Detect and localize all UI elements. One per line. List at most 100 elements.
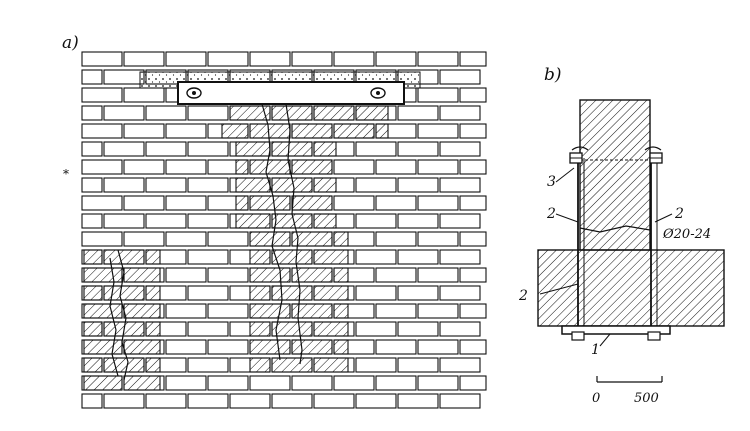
brick — [313, 393, 355, 409]
hatched-brick — [249, 267, 291, 283]
brick — [459, 51, 487, 67]
crack-line — [285, 103, 303, 365]
brick — [417, 303, 459, 319]
callout-1: 1 — [591, 342, 600, 358]
hatched-brick — [313, 321, 349, 337]
hatched-brick — [249, 321, 271, 337]
brick — [165, 375, 207, 391]
leader-2b — [654, 213, 673, 223]
brick — [165, 195, 207, 211]
callout-2-right: 2 — [674, 206, 684, 222]
brick — [397, 177, 439, 193]
brick — [397, 213, 439, 229]
hatched-brick — [313, 141, 337, 157]
brick — [375, 303, 417, 319]
brick — [123, 159, 165, 175]
hatched-brick — [221, 123, 249, 139]
brick — [375, 339, 417, 355]
hatched-brick — [291, 123, 333, 139]
brick — [397, 141, 439, 157]
brick — [333, 51, 375, 67]
brick — [355, 285, 397, 301]
bottom-nut-right — [647, 331, 661, 341]
brick — [81, 213, 103, 229]
hatched-brick — [333, 267, 349, 283]
hatched-brick — [83, 303, 123, 319]
hatched-brick — [355, 105, 389, 121]
brick — [459, 123, 487, 139]
brick — [145, 213, 187, 229]
brick-courses — [81, 51, 487, 409]
hatched-brick — [249, 195, 291, 211]
brick — [417, 375, 459, 391]
brick — [355, 213, 397, 229]
brick — [207, 339, 249, 355]
hatched-brick — [333, 303, 349, 319]
brick — [397, 285, 439, 301]
brick — [417, 159, 459, 175]
brick — [375, 375, 417, 391]
steel-lintel-plate — [177, 81, 405, 105]
brick-wall-elevation: a) * — [62, 33, 487, 409]
hatched-brick — [333, 231, 349, 247]
callout-2-left: 2 — [546, 206, 556, 222]
hatched-brick — [249, 357, 271, 373]
brick — [439, 321, 481, 337]
brick — [103, 177, 145, 193]
hatched-brick — [291, 231, 333, 247]
top-nut-right — [649, 152, 663, 164]
brick — [207, 51, 249, 67]
brick — [333, 375, 375, 391]
hatched-brick — [313, 213, 337, 229]
scale-zero: 0 — [592, 391, 600, 406]
brick — [375, 267, 417, 283]
hatched-brick — [313, 105, 355, 121]
brick — [439, 69, 481, 85]
brick — [439, 249, 481, 265]
brick — [81, 231, 123, 247]
panel-a-label: a) — [62, 33, 79, 53]
brick — [145, 393, 187, 409]
brick — [333, 159, 375, 175]
hatched-brick — [291, 195, 333, 211]
hatched-brick — [249, 249, 271, 265]
hatched-brick — [291, 303, 333, 319]
brick — [123, 87, 165, 103]
brick — [355, 393, 397, 409]
brick — [397, 357, 439, 373]
hatched-brick — [291, 267, 333, 283]
hatched-brick — [123, 303, 161, 319]
brick — [103, 213, 145, 229]
brick — [459, 195, 487, 211]
hatched-brick — [123, 267, 161, 283]
brick — [123, 51, 165, 67]
hatched-brick — [271, 357, 313, 373]
hatched-brick — [313, 177, 337, 193]
hatched-brick — [249, 231, 291, 247]
brick — [397, 321, 439, 337]
hatched-brick — [375, 123, 389, 139]
brick — [207, 267, 249, 283]
brick — [103, 141, 145, 157]
hatched-brick — [291, 339, 333, 355]
crack-line — [109, 257, 119, 377]
anchor-bolt-left — [186, 87, 202, 99]
brick — [81, 105, 103, 121]
hatched-brick — [103, 285, 145, 301]
hatched-brick — [271, 321, 313, 337]
hatched-brick — [145, 249, 161, 265]
brick — [165, 159, 207, 175]
brick — [397, 249, 439, 265]
brick — [291, 375, 333, 391]
brick — [123, 231, 165, 247]
brick — [459, 339, 487, 355]
brick — [103, 105, 145, 121]
hatched-brick — [235, 177, 271, 193]
hatched-brick — [333, 339, 349, 355]
brick — [207, 231, 249, 247]
hatched-brick — [271, 141, 313, 157]
brick — [397, 393, 439, 409]
brick — [165, 267, 207, 283]
hatched-brick — [249, 159, 291, 175]
